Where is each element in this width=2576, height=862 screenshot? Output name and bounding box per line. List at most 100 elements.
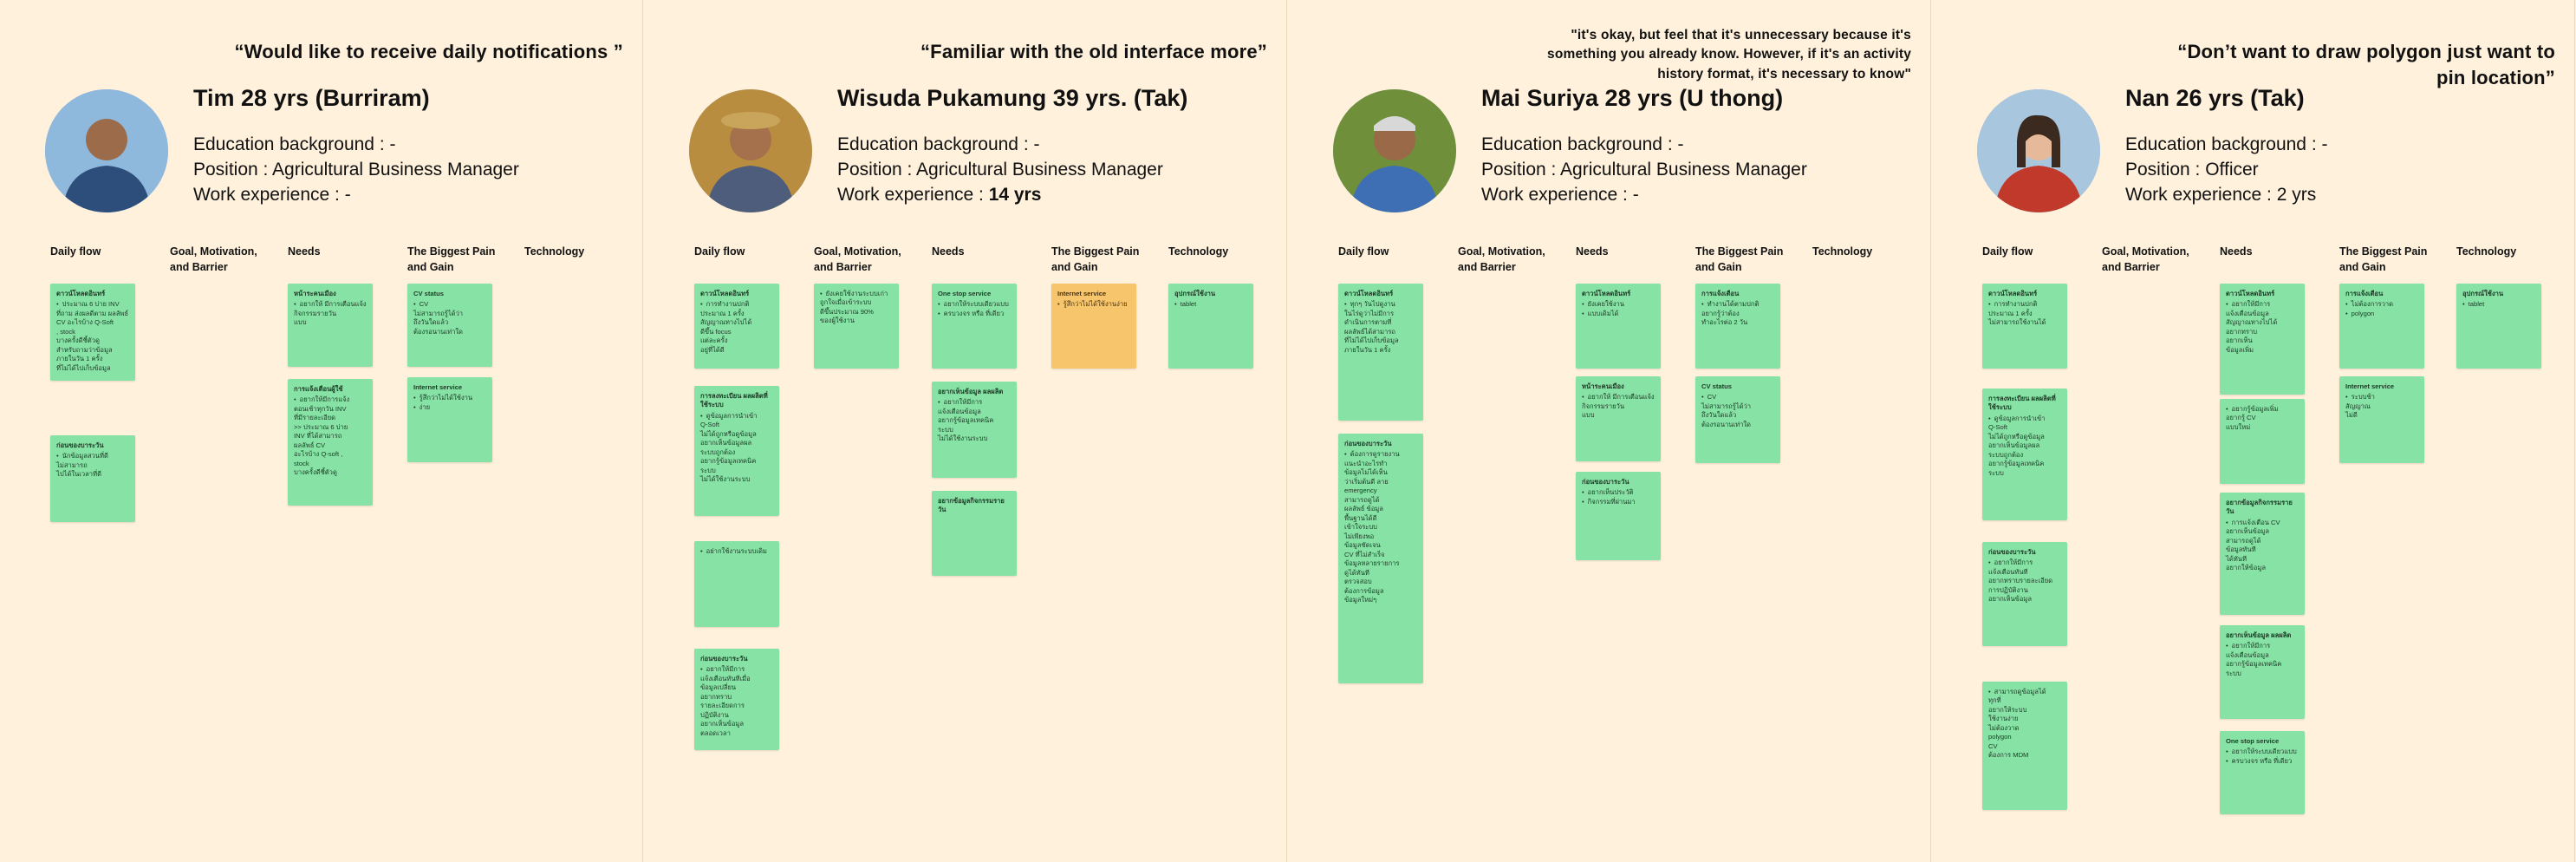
sticky-note[interactable]: อุปกรณ์ใช้งานtablet: [1168, 284, 1253, 369]
sticky-note[interactable]: ก่อนของบาระวันอยากเห็นประวัติกิจกรรมที่ผ…: [1576, 472, 1661, 560]
column-header: Needs: [932, 245, 965, 258]
column-header: Technology: [1168, 245, 1229, 258]
sticky-note-line: การทำงานปกติ: [700, 300, 773, 309]
sticky-note[interactable]: อยากเห็นข้อมูล ผลผลิตอยากให้มีการแจ้งเตื…: [932, 382, 1017, 478]
sticky-note-title: ก่อนของบาระวัน: [1582, 478, 1630, 486]
sticky-note-line: ผลลัพธ์ ข้อมูล: [1344, 505, 1383, 513]
sticky-note-title: การแจ้งเตือนผู้ใช้: [294, 385, 343, 393]
persona-experience: Work experience : -: [193, 185, 351, 206]
sticky-note[interactable]: อยากเห็นข้อมูล ผลผลิตอยากให้มีการแจ้งเตื…: [2220, 625, 2305, 719]
sticky-note-line: ตอนเช้าทุกวัน INV: [294, 404, 347, 413]
sticky-note-line: อยากทราบรายละเอียด: [1988, 577, 2053, 585]
sticky-note-title: อยากข้อมูลกิจกรรมรายวัน: [2226, 499, 2293, 516]
sticky-note-line: ที่ถาม ส่งผลดีตาม ผลลัพธ์ CV อะไรบ้าง Q-…: [56, 309, 129, 327]
sticky-note[interactable]: ยังเคยใช้งานระบบเก่าถูกใจเมื่อเข้าระบบดี…: [814, 284, 899, 369]
sticky-note[interactable]: การแจ้งเตือนผู้ใช้อยากให้มีการแจ้งตอนเช้…: [288, 379, 373, 506]
sticky-note-line: ผลลัพธ์ได้สามารถ: [1344, 327, 1395, 336]
sticky-note-line: ยังเคยใช้งาน: [1582, 300, 1655, 309]
sticky-note[interactable]: อยากข้อมูลกิจกรรมรายวัน: [932, 491, 1017, 576]
sticky-note-line: ต้องรอนานเท่าใด: [1701, 420, 1751, 428]
sticky-note-line: เข้าใจระบบ: [1344, 523, 1378, 532]
sticky-note[interactable]: สามารถดูข้อมูลได้ทุกที่อยากให้ระบบใช้งาน…: [1982, 682, 2067, 810]
sticky-note-line: ไม่สามารถใช้งานได้: [1988, 318, 2046, 327]
sticky-note[interactable]: หน้าระคนเมืองอยากให้ มีการเตือนแจ้งกิจกร…: [288, 284, 373, 367]
experience-value: 2 yrs: [2276, 185, 2317, 205]
sticky-note[interactable]: การแจ้งเตือนทำงานได้ตามปกติอยากรู้ว่าต้อ…: [1695, 284, 1780, 369]
persona-education: Education background : -: [837, 134, 1040, 154]
sticky-note[interactable]: ก่อนของบาระวันอยากให้มีการแจ้งเตือนทันที…: [694, 649, 779, 750]
sticky-note-title: การแจ้งเตือน: [1701, 290, 1740, 297]
sticky-note-line: ข้อมูลชัดเจน: [1344, 541, 1381, 550]
sticky-note[interactable]: อุปกรณ์ใช้งาน tablet: [2456, 284, 2541, 369]
sticky-note[interactable]: การลงทะเบียน ผลผลิตที่ใช้ระบบดูข้อมูลการ…: [694, 386, 779, 516]
sticky-note[interactable]: CV statusCVไม่สามารถรู้ได้ว่าถึงวันใดแล้…: [407, 284, 492, 367]
persona-name: Nan 26 yrs (Tak): [2125, 85, 2305, 111]
sticky-note-line: อยู่ที่ได้ดี: [700, 345, 725, 354]
sticky-note[interactable]: ดาวน์โหลดอินทร์การทำงานปกติประมาณ 1 ครั้…: [1982, 284, 2067, 369]
sticky-note-title: อุปกรณ์ใช้งาน: [2462, 290, 2504, 297]
sticky-note-line: ไม่ได้ถูกหรือดูข้อมูล: [700, 429, 757, 438]
sticky-note-line: ครบวงจร หรือ ที่เดียว: [938, 310, 1011, 318]
sticky-note-line: แบบเดิมได้: [1582, 310, 1655, 318]
sticky-note-title: ดาวน์โหลดอินทร์: [700, 290, 750, 297]
persona-panel: “Would like to receive daily notificatio…: [0, 0, 643, 862]
sticky-note[interactable]: CV statusCVไม่สามารถรู้ได้ว่าถึงวันใดแล้…: [1695, 376, 1780, 463]
sticky-note-line: polygon: [1988, 733, 2012, 741]
sticky-note-line: ยังเคยใช้งานระบบเก่า: [820, 290, 893, 298]
persona-position: Position : Agricultural Business Manager: [193, 160, 519, 180]
sticky-note-line: อยากเห็นข้อมูลผล: [700, 439, 752, 447]
sticky-note[interactable]: ดาวน์โหลดอินทร์ยังเคยใช้งานแบบเดิมได้: [1576, 284, 1661, 369]
sticky-note[interactable]: ดาวน์โหลดอินทร์ทุกๆ วันไปดูงานในไร่ดูว่า…: [1338, 284, 1423, 421]
column-header: Technology: [524, 245, 585, 258]
sticky-note[interactable]: ก่อนของบาระวันต้องการดูรายงานแนะนำอะไรทำ…: [1338, 434, 1423, 683]
sticky-note[interactable]: One stop serviceอยากให้ระบบเดียวแบบครบวง…: [932, 284, 1017, 369]
column-header: The Biggest Pain and Gain: [407, 245, 496, 274]
sticky-note-title: ดาวน์โหลดอินทร์: [2226, 290, 2275, 297]
sticky-note-title: ดาวน์โหลดอินทร์: [1344, 290, 1394, 297]
sticky-note[interactable]: Internet serviceรู้สึกว่าไม่ได้ใช้งานง่า…: [407, 377, 492, 462]
officer-photo-icon: [1977, 89, 2100, 212]
column-header: Goal, Motivation, and Barrier: [1458, 245, 1545, 274]
sticky-note-line: นักข้อมูลสวนที่ดี: [56, 452, 129, 460]
sticky-note[interactable]: One stop serviceอยากให้ระบบเดียวแบบครบวง…: [2220, 731, 2305, 814]
sticky-note[interactable]: ก่อนของบาระวันอยากให้มีการแจ้งเตือนทันที…: [1982, 542, 2067, 646]
sticky-note[interactable]: อยากข้อมูลกิจกรรมรายวันการแจ้งเตือน CVอย…: [2220, 493, 2305, 615]
column-header: Needs: [1576, 245, 1609, 258]
sticky-note[interactable]: Internet serviceรู้สึกว่าไม่ได้ใช้งานง่า…: [1051, 284, 1136, 369]
persona-name: Wisuda Pukamung 39 yrs. (Tak): [837, 85, 1188, 111]
sticky-note[interactable]: ดาวน์โหลดอินทร์อยากให้มีการแจ้งเตือนข้อม…: [2220, 284, 2305, 395]
sticky-note-line: CV: [1701, 393, 1774, 402]
sticky-note-title: หน้าระคนเมือง: [1582, 382, 1624, 390]
sticky-note-line: tablet: [2462, 300, 2535, 309]
sticky-note-line: อยากให้ข้อมูล: [2226, 564, 2266, 572]
sticky-note-line: ทุกที่: [1988, 696, 2001, 705]
sticky-note-title: Internet service: [2345, 382, 2395, 390]
sticky-note-title: ดาวน์โหลดอินทร์: [56, 290, 106, 297]
sticky-note-title: One stop service: [2226, 737, 2280, 745]
persona-panel: “Don’t want to draw polygon just want to…: [1932, 0, 2575, 862]
persona-quote: “Familiar with the old interface more”: [920, 41, 1267, 62]
sticky-note-line: polygon: [2345, 310, 2418, 318]
sticky-note[interactable]: การลงทะเบียน ผลผลิตที่ใช้ระบบดูข้อมูลการ…: [1982, 389, 2067, 520]
sticky-note-line: ระบบ: [700, 466, 716, 474]
sticky-note-line: ตรวจสอบ: [1344, 578, 1372, 586]
sticky-note-line: ไม่ต้องการวาด: [2345, 300, 2418, 309]
sticky-note-title: หน้าระคนเมือง: [294, 290, 336, 297]
sticky-note-line: ไม่ได้ถูกหรือดูข้อมูล: [1988, 432, 2045, 441]
sticky-note[interactable]: ดาวน์โหลดอินทร์การทำงานปกติประมาณ 1 ครั้…: [694, 284, 779, 369]
sticky-note-line: ไม่สามารถรู้ได้ว่า: [413, 309, 464, 317]
sticky-note-line: ถึงวันใดแล้ว: [413, 318, 449, 327]
sticky-note[interactable]: หน้าระคนเมืองอยากให้ มีการเตือนแจ้งกิจกร…: [1576, 376, 1661, 461]
persona-position: Position : Agricultural Business Manager: [1481, 160, 1807, 180]
sticky-note[interactable]: การแจ้งเตือนไม่ต้องการวาดpolygon: [2339, 284, 2424, 369]
sticky-note-line: อยากรู้ข้อมูลเพิ่ม: [2226, 405, 2299, 414]
sticky-note-line: แบบ: [294, 318, 307, 327]
sticky-note[interactable]: อย่ากใช้งานระบบเดิม: [694, 541, 779, 627]
sticky-note-line: stock: [294, 459, 309, 467]
sticky-note[interactable]: ก่อนของบาระวันนักข้อมูลสวนที่ดีไม่สามารถ…: [50, 435, 135, 522]
farmer-cap-photo-icon: [1333, 89, 1456, 212]
sticky-note-line: อยากให้มีการ: [938, 398, 1011, 407]
